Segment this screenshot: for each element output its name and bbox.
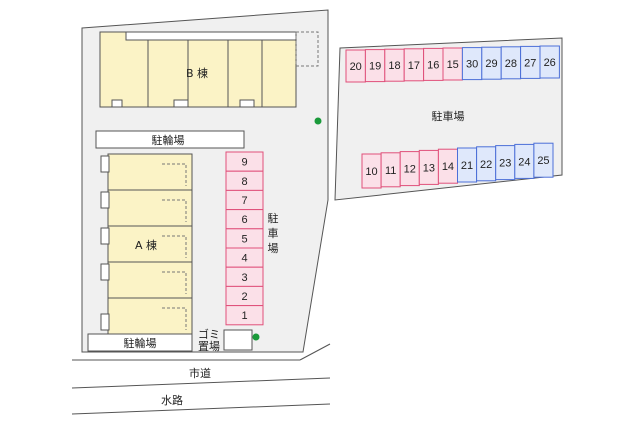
parking-column-left: 9 8 7 6 5 4 3 2 1: [225, 151, 264, 326]
bicycle-parking-top: 駐輪場: [95, 130, 245, 149]
parking-space-9-number: 9: [241, 157, 247, 169]
tree-marker-top: [314, 117, 322, 125]
parking-space-8-number: 8: [241, 176, 247, 188]
parking-space-1-number: 1: [241, 310, 247, 322]
city-road-label: 市道: [189, 366, 211, 380]
road-edge-3: [71, 403, 331, 415]
parking-space-26: [539, 45, 560, 79]
parking-space-5-number: 5: [241, 233, 247, 245]
building-a-label: A 棟: [135, 238, 157, 252]
parking-vertical-char-2: 車: [268, 226, 279, 240]
parking-space-25: [533, 142, 554, 178]
road-edge-2: [71, 377, 331, 389]
parking-space-6-number: 6: [241, 214, 247, 226]
parking-space-12-number: 12: [404, 164, 416, 176]
garbage-label-2: 置場: [198, 340, 220, 353]
parking-vertical-char-1: 駐: [268, 211, 279, 225]
parking-space-29-number: 29: [485, 58, 497, 70]
parking-space-23-number: 23: [499, 158, 511, 170]
parking-row-bottom: 10 11 12 13 14 21 22 23 24 25: [361, 142, 554, 189]
parking-space-1: [225, 305, 264, 326]
garbage-area: ゴミ 置場: [198, 327, 253, 353]
road-edge-1b: [299, 343, 331, 361]
parking-right-label: 駐車場: [432, 109, 465, 123]
parking-space-28-number: 28: [505, 58, 517, 70]
garbage-label-1: ゴミ: [198, 327, 220, 341]
parking-space-22-number: 22: [480, 159, 492, 171]
building-b: B 棟: [99, 31, 319, 108]
parking-space-10-number: 10: [365, 166, 377, 178]
parking-space-18-number: 18: [388, 60, 400, 72]
parking-space-11-number: 11: [385, 165, 396, 177]
parking-space-30-number: 30: [466, 59, 478, 71]
parking-row-top: 20 19 18 17 16 15 30 29 28 27 26: [345, 45, 560, 83]
parking-space-4-number: 4: [241, 253, 247, 265]
parking-space-26-number: 26: [544, 57, 556, 69]
waterway-label: 水路: [161, 394, 183, 407]
building-b-label: B 棟: [186, 66, 208, 80]
parking-space-25-number: 25: [537, 155, 549, 167]
parking-space-16-number: 16: [427, 59, 439, 71]
parking-space-17-number: 17: [408, 60, 420, 72]
parking-space-24-number: 24: [518, 156, 530, 168]
parking-space-7-number: 7: [241, 195, 247, 207]
parking-space-21-number: 21: [461, 160, 473, 172]
parking-space-13-number: 13: [423, 162, 435, 174]
parking-space-14-number: 14: [442, 161, 454, 173]
parking-space-27-number: 27: [524, 57, 536, 69]
parking-vertical-char-3: 場: [268, 242, 279, 255]
bicycle-parking-bottom: 駐輪場: [87, 333, 193, 352]
building-a: A 棟: [100, 153, 193, 335]
parking-space-20-number: 20: [350, 61, 362, 73]
parking-space-15-number: 15: [447, 59, 459, 71]
tree-marker-bottom: [252, 333, 260, 341]
bicycle-parking-top-label: 駐輪場: [152, 133, 185, 147]
parking-space-19-number: 19: [369, 61, 381, 73]
parking-space-2-number: 2: [241, 291, 247, 303]
parking-space-3-number: 3: [241, 272, 247, 284]
bicycle-parking-bottom-label: 駐輪場: [124, 336, 157, 350]
